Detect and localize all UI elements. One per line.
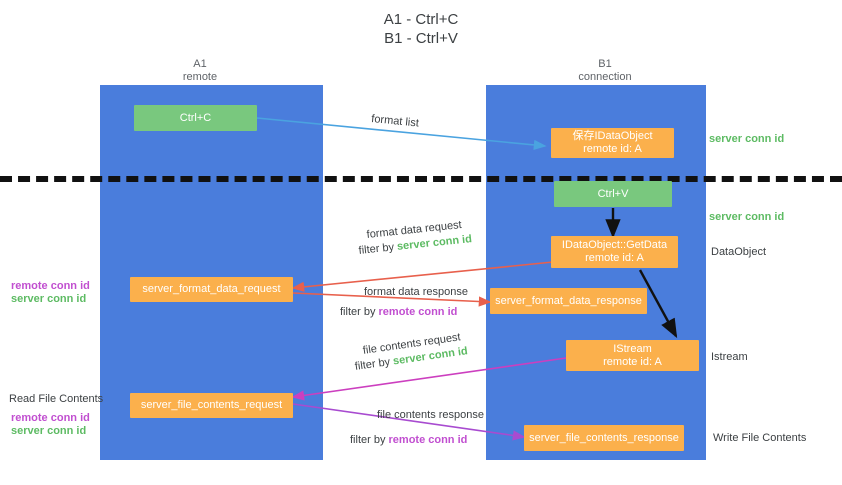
lane-b1-sub: connection bbox=[578, 71, 632, 83]
node-server-file-contents-response[interactable]: server_file_contents_response bbox=[524, 425, 684, 451]
annotation-read-file-contents: Read File Contents bbox=[9, 393, 104, 405]
title-line-1: A1 - Ctrl+C bbox=[383, 11, 459, 28]
lane-header-b1: B1 connection bbox=[545, 58, 665, 84]
lane-a1-name: A1 bbox=[193, 58, 207, 70]
node-istream-label: IStream bbox=[613, 342, 652, 355]
node-istream-id: remote id: A bbox=[603, 355, 662, 368]
node-ctrl-v[interactable]: Ctrl+V bbox=[554, 181, 672, 207]
annotation-server-conn-id-top: server conn id bbox=[709, 133, 785, 145]
annotation-server-conn-id-1: server conn id bbox=[11, 293, 87, 305]
node-getdata-label: IDataObject::GetData bbox=[561, 239, 668, 251]
annotation-istream: Istream bbox=[711, 351, 748, 363]
node-server-file-contents-request-label: server_file_contents_request bbox=[140, 399, 283, 411]
node-server-format-data-request[interactable]: server_format_data_request bbox=[130, 277, 293, 302]
lane-header-a1: A1 remote bbox=[140, 58, 260, 84]
node-idataobject-remote[interactable]: 保存IDataObject remote id: A bbox=[551, 128, 674, 158]
edge-label-file-contents-response: file contents response bbox=[377, 409, 485, 421]
annotation-server-conn-id-mid: server conn id bbox=[709, 211, 785, 223]
node-idataobject-remote-id: remote id: A bbox=[583, 143, 642, 155]
node-istream[interactable]: IStream remote id: A bbox=[566, 340, 699, 371]
node-getdata[interactable]: IDataObject::GetData remote id: A bbox=[551, 236, 678, 268]
phase-divider bbox=[0, 176, 842, 182]
annotation-data-object: DataObject bbox=[711, 246, 767, 258]
node-server-format-data-response[interactable]: server_format_data_response bbox=[490, 288, 647, 314]
annotation-server-conn-id-2: server conn id bbox=[11, 425, 87, 437]
node-server-format-data-response-label: server_format_data_response bbox=[495, 294, 642, 307]
node-getdata-id: remote id: A bbox=[585, 252, 644, 264]
edge-label-format-list: format list bbox=[370, 112, 420, 130]
node-server-file-contents-response-label: server_file_contents_response bbox=[529, 431, 679, 444]
diagram-title: A1 - Ctrl+C B1 - Ctrl+V bbox=[291, 10, 551, 48]
lane-b1-name: B1 bbox=[598, 58, 612, 70]
title-line-2: B1 - Ctrl+V bbox=[384, 30, 458, 47]
node-ctrl-c-label: Ctrl+C bbox=[179, 111, 212, 124]
node-ctrl-v-label: Ctrl+V bbox=[597, 187, 629, 200]
node-server-format-data-request-label: server_format_data_request bbox=[142, 283, 281, 295]
annotation-remote-conn-id-1: remote conn id bbox=[11, 280, 90, 292]
edge-label-format-data-response: format data response bbox=[364, 286, 468, 298]
lane-a1-sub: remote bbox=[182, 71, 218, 83]
annotation-write-file-contents: Write File Contents bbox=[713, 432, 807, 444]
annotation-remote-conn-id-2: remote conn id bbox=[11, 412, 90, 424]
edge-label-file-contents-response-filter: filter by remote conn id bbox=[350, 434, 468, 446]
edge-label-format-data-response-filter: filter by remote conn id bbox=[340, 306, 458, 318]
node-ctrl-c[interactable]: Ctrl+C bbox=[134, 105, 257, 131]
node-idataobject-remote-label: 保存IDataObject bbox=[572, 130, 653, 142]
node-server-file-contents-request[interactable]: server_file_contents_request bbox=[130, 393, 293, 418]
